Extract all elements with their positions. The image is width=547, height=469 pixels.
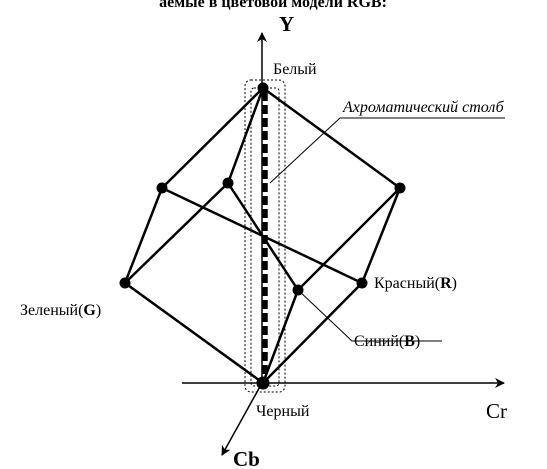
edge-cyan-green [123,181,230,285]
achromatic-leader-line [269,117,505,184]
vertex-magenta [394,182,406,194]
edge-red-black [261,281,364,385]
vertex-red [356,277,368,289]
white-label: Белый [273,61,317,78]
blue-label-name: Синий [354,333,399,350]
achromatic-column-outer [244,79,286,393]
blue-label-letter: B [404,333,415,350]
vertex-blue [292,284,304,296]
y-axis-label: Y [279,12,294,36]
blue-label-paren-open: ( [399,333,404,350]
black-label: Черный [256,403,310,420]
green-label-paren-open: ( [78,302,83,319]
edge-white-yellow [160,86,265,190]
cube-edges [123,86,402,385]
cr-axis-label: Cr [486,399,507,423]
edge-green-black [123,281,265,385]
edge-magenta-red [360,186,402,285]
red-label: Красный(R) [374,275,457,292]
red-label-paren-close: ) [452,275,457,292]
achromatic-column-label: Ахроматический столб [342,99,505,116]
vertex-cyan [222,177,234,189]
blue-leader-line [297,289,442,342]
green-label-paren-close: ) [96,302,101,319]
blue-label-paren-close: ) [415,333,420,350]
edge-yellow-green [123,186,164,285]
green-label-letter: G [83,302,96,319]
edge-white-cyan [226,86,265,185]
cb-axis-label: Cb [233,447,260,469]
edge-white-magenta [261,86,402,190]
green-label-name: Зеленый [20,302,79,319]
header-text: аемые в цветовой модели RGB: [159,0,387,11]
blue-label: Синий(B) [354,333,420,350]
red-label-letter: R [440,275,452,292]
cb-axis [221,382,263,456]
red-label-paren-open: ( [435,275,440,292]
cube-vertices [119,82,406,390]
edge-blue-black [261,288,300,385]
green-label: Зеленый(G) [20,302,101,319]
vertex-white [257,82,269,94]
achromatic-column-inner [250,87,280,387]
vertex-black [256,376,270,390]
red-label-name: Красный [374,275,435,292]
edge-magenta-blue [296,186,402,292]
vertex-green [119,277,131,289]
vertex-yellow [156,182,168,194]
